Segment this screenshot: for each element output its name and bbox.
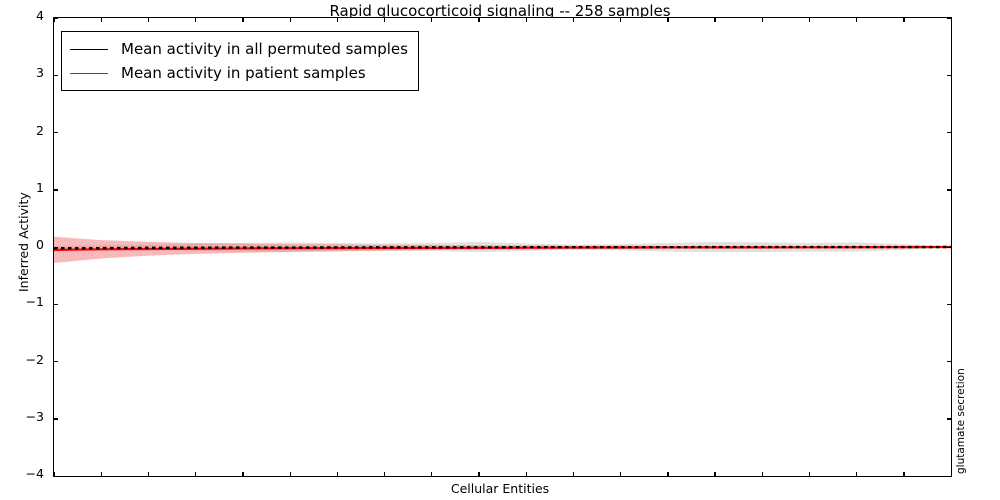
x-tick-mark (147, 472, 150, 476)
x-tick-mark (336, 472, 339, 476)
y-tick-mark (54, 74, 58, 77)
x-tick-mark (100, 18, 102, 22)
x-tick-mark (478, 472, 480, 476)
y-tick-label: 2 (36, 122, 44, 138)
y-tick-mark (54, 189, 58, 191)
y-tick-mark (54, 18, 58, 19)
x-tick-label: glutamate secretion (955, 368, 967, 474)
x-tick-mark (856, 18, 858, 22)
legend-item: Mean activity in all permuted samples (70, 37, 408, 61)
y-tick-label: −3 (25, 408, 44, 424)
x-tick-mark (147, 18, 150, 22)
x-tick-mark (383, 472, 386, 476)
plot-svg (54, 236, 951, 264)
y-tick-label: 4 (36, 8, 44, 23)
y-tick-label: 3 (36, 65, 44, 81)
y-tick-mark (947, 74, 951, 77)
x-tick-mark (242, 472, 244, 476)
x-tick-mark (195, 18, 197, 22)
line-permuted-mean (54, 245, 951, 250)
legend-line-swatch-patient (70, 72, 108, 74)
y-tick-label: 0 (36, 237, 44, 252)
legend-label-patient: Mean activity in patient samples (121, 64, 366, 82)
x-tick-mark (714, 472, 716, 476)
x-tick-mark (903, 18, 905, 22)
x-tick-mark (808, 18, 811, 22)
y-tick-mark (54, 246, 58, 248)
x-tick-mark (950, 472, 951, 476)
x-axis-label: Cellular Entities (450, 481, 550, 496)
x-tick-mark (572, 18, 575, 22)
y-tick-mark (54, 303, 58, 306)
legend-line-swatch-permuted (70, 48, 108, 50)
y-tick-mark (54, 361, 58, 363)
plot-canvas (54, 18, 951, 476)
x-tick-mark (525, 472, 527, 476)
x-tick-mark (667, 472, 669, 476)
confidence-band-patient (54, 236, 951, 264)
y-tick-label: −1 (25, 294, 44, 310)
y-tick-mark (947, 475, 951, 476)
x-tick-mark (808, 472, 811, 476)
x-tick-mark (525, 18, 527, 22)
x-tick-mark (431, 18, 433, 22)
y-tick-label: 1 (36, 179, 44, 195)
y-tick-label: −2 (25, 351, 44, 367)
x-tick-mark (761, 472, 763, 476)
x-tick-mark (289, 472, 291, 476)
x-tick-mark (336, 18, 339, 22)
x-tick-mark (903, 472, 905, 476)
y-tick-mark (947, 418, 951, 420)
y-tick-mark (54, 418, 58, 420)
x-tick-mark (54, 472, 55, 476)
x-tick-mark (54, 18, 55, 22)
x-tick-mark (761, 18, 763, 22)
x-tick-mark (572, 472, 575, 476)
chart-title: Rapid glucocorticoid signaling -- 258 sa… (329, 2, 671, 20)
y-tick-mark (947, 18, 951, 19)
x-tick-mark (289, 18, 291, 22)
x-tick-mark (100, 472, 102, 476)
x-tick-mark (195, 472, 197, 476)
x-tick-mark (856, 472, 858, 476)
plot-area (53, 17, 952, 477)
x-tick-mark (714, 18, 716, 22)
x-tick-mark (620, 18, 622, 22)
y-tick-label: −4 (25, 466, 44, 481)
chart-legend: Mean activity in all permuted samples Me… (61, 31, 419, 91)
x-tick-mark (242, 18, 244, 22)
legend-item: Mean activity in patient samples (70, 61, 408, 85)
y-tick-mark (947, 132, 951, 134)
y-tick-mark (947, 189, 951, 191)
x-tick-mark (950, 18, 951, 22)
legend-label-permuted: Mean activity in all permuted samples (121, 40, 408, 58)
y-tick-mark (947, 303, 951, 306)
y-tick-mark (54, 132, 58, 134)
x-tick-mark (667, 18, 669, 22)
x-tick-mark (620, 472, 622, 476)
y-tick-mark (947, 246, 951, 248)
y-tick-mark (947, 361, 951, 363)
y-tick-mark (54, 475, 58, 476)
x-tick-mark (431, 472, 433, 476)
x-tick-mark (478, 18, 480, 22)
x-tick-mark (383, 18, 386, 22)
